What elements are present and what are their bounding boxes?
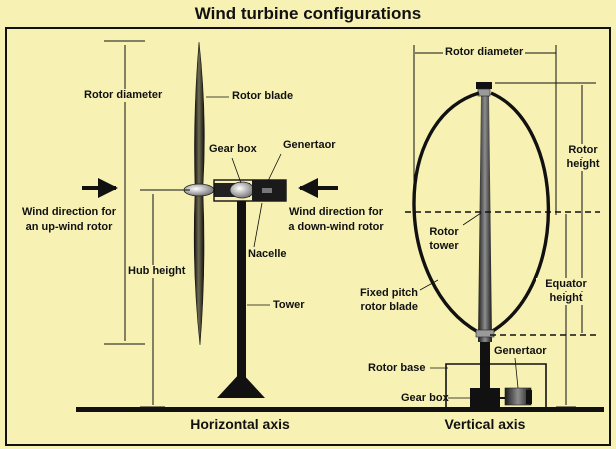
diagram-title: Wind turbine configurations: [194, 4, 422, 23]
rotor-height-label-line2: height: [560, 158, 606, 171]
equator-height-label-line2: height: [536, 292, 596, 305]
leader-generator: [267, 153, 282, 182]
hawt-tower: [237, 201, 246, 385]
ground-line: [76, 407, 604, 412]
vawt-generator-label: Genertaor: [494, 345, 547, 357]
upwind-label-line1: Wind direction for: [21, 206, 116, 218]
rotor-height-label-line1: Rotor: [560, 144, 606, 157]
vawt-lower-hub: [475, 329, 495, 338]
vawt-rotor-diameter-label: Rotor diameter: [443, 46, 526, 59]
rotor-blade-upper: [194, 41, 205, 186]
vawt-top-cap: [476, 82, 492, 89]
vawt-top-hub: [477, 88, 491, 97]
hawt-tower-label: Tower: [273, 299, 305, 311]
upwind-label-line2: an up-wind rotor: [25, 221, 113, 233]
vawt-rotor-blade-right: [490, 91, 551, 334]
vawt-gear-box-label: Gear box: [401, 392, 449, 404]
hawt-rotor-blade-label: Rotor blade: [232, 90, 294, 102]
hawt-base: [217, 372, 265, 398]
blade-label-line2: rotor blade: [360, 301, 418, 313]
gear-box-drum: [229, 181, 255, 199]
downwind-label-line1: Wind direction for: [288, 206, 383, 218]
vawt-gear-box: [470, 388, 500, 408]
horizontal-axis-label: Horizontal axis: [190, 416, 290, 432]
leader-nacelle: [253, 202, 263, 248]
leader-rotor-tower: [462, 212, 482, 226]
leader-blade: [419, 279, 439, 291]
hawt-gear-box-label: Gear box: [209, 143, 257, 155]
hawt-nacelle-label: Nacelle: [248, 248, 287, 260]
rotor-base-label: Rotor base: [368, 362, 426, 374]
hawt-hub-height-label: Hub height: [126, 265, 188, 278]
frame: [5, 27, 611, 446]
blade-label-line1: Fixed pitch: [359, 287, 418, 299]
vertical-axis-label: Vertical axis: [444, 416, 526, 432]
hawt-generator-label: Genertaor: [283, 139, 336, 151]
hawt-rotor-diameter-label: Rotor diameter: [82, 89, 165, 102]
rotor-tower-label-line2: tower: [429, 240, 459, 252]
vawt-lower-shaft: [480, 342, 490, 388]
rotor-base-frame: [445, 363, 547, 408]
vertical-turbine: [405, 45, 600, 408]
horizontal-turbine: [82, 40, 338, 408]
vawt-rotor-tower: [478, 95, 492, 342]
generator-window: [262, 188, 272, 193]
rotor-blade-lower: [193, 194, 205, 346]
leader-gear-box: [231, 157, 242, 184]
leader-vawt-generator: [514, 357, 519, 389]
equator-height-label-line1: Equator: [536, 278, 596, 291]
vawt-generator-end: [526, 390, 532, 404]
rotor-tower-label-line1: Rotor: [429, 226, 459, 238]
downwind-label-line2: a down-wind rotor: [288, 221, 384, 233]
